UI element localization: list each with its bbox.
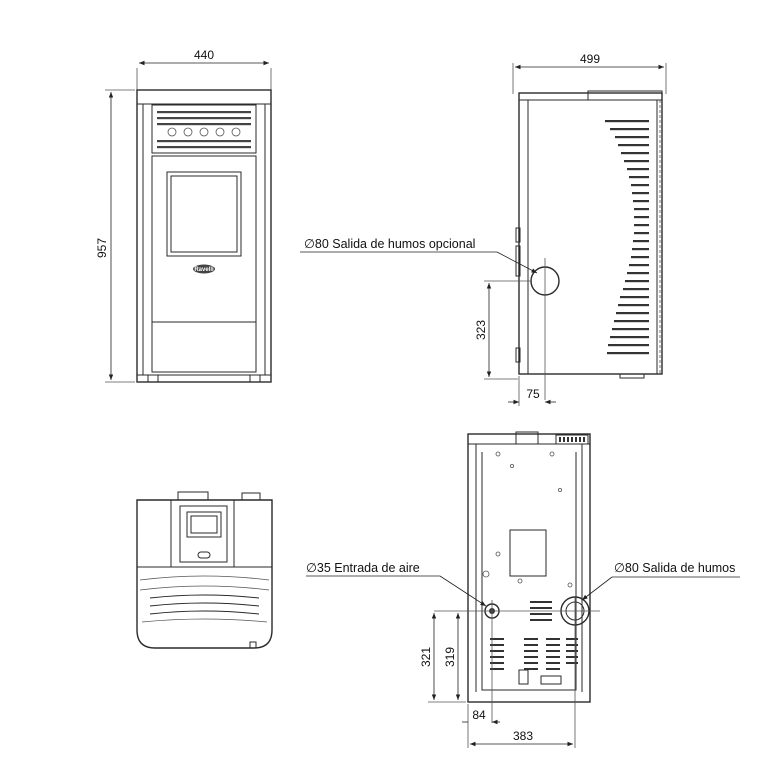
side-view: 499 xyxy=(300,52,667,406)
dim-rear-flue-offset: 383 xyxy=(513,729,533,743)
dim-rear-air-offset: 84 xyxy=(472,708,486,722)
rear-view: ∅35 Entrada de aire ∅80 Salida de humos … xyxy=(306,431,740,748)
brand-logo: Ravelli xyxy=(194,267,214,273)
top-vent-slots xyxy=(139,575,270,623)
label-optional-flue: ∅80 Salida de humos opcional xyxy=(304,237,475,251)
rear-vent-slots xyxy=(490,601,578,670)
dim-rear-air-height: 321 xyxy=(419,647,433,667)
label-air-inlet: ∅35 Entrada de aire xyxy=(306,561,420,575)
dim-side-flue-offset: 75 xyxy=(526,387,540,401)
top-view xyxy=(136,491,273,649)
dim-side-flue-height: 323 xyxy=(474,320,488,340)
label-flue-outlet: ∅80 Salida de humos xyxy=(614,561,735,575)
dim-height: 957 xyxy=(95,238,109,258)
front-view: 440 957 Ravelli xyxy=(95,48,272,383)
side-vent-slots xyxy=(605,120,649,355)
dim-side-depth: 499 xyxy=(580,52,600,66)
dim-rear-flue-height: 319 xyxy=(443,647,457,667)
dim-front-width: 440 xyxy=(194,48,214,62)
